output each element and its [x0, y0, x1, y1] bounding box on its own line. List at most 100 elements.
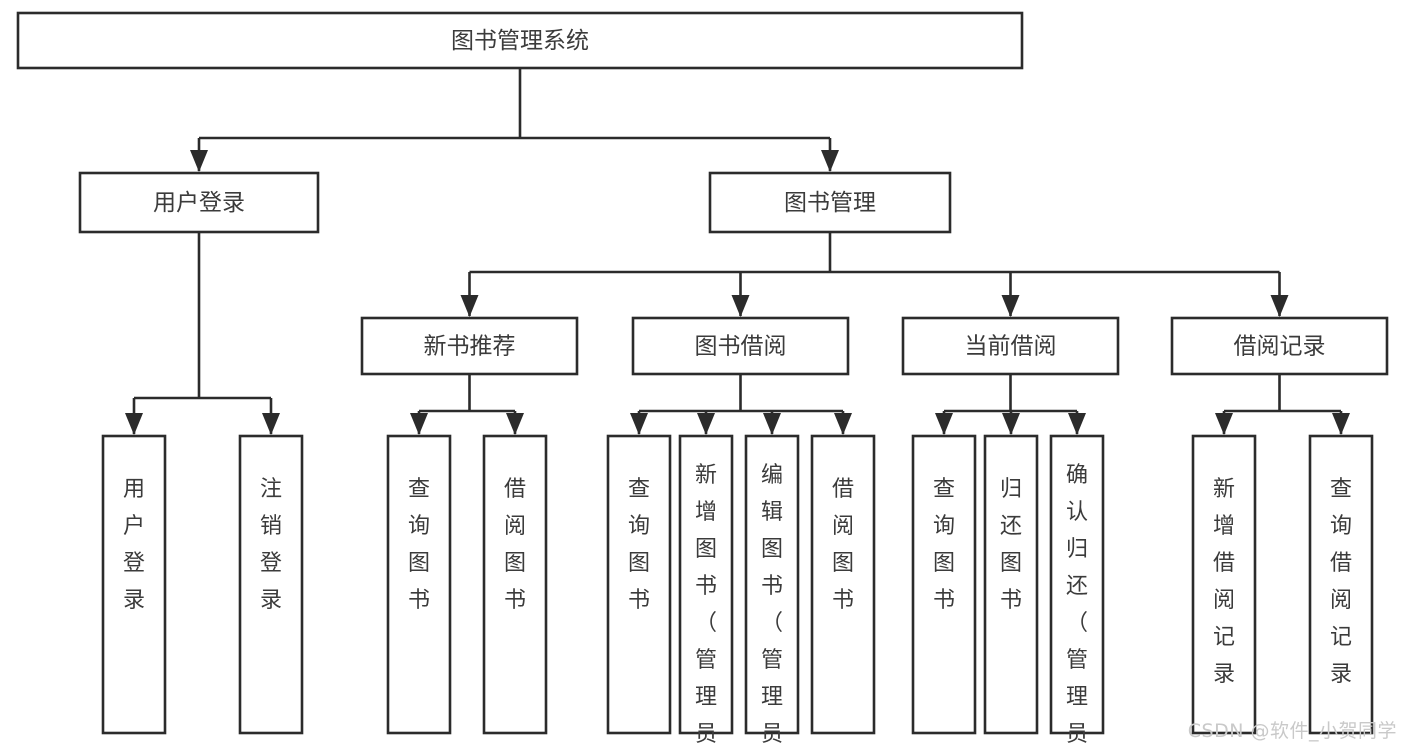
- arrow-head-icon: [1270, 295, 1289, 317]
- node-label-char: 书: [1000, 588, 1022, 613]
- node-label-char: 书: [628, 588, 650, 613]
- node-book-management[interactable]: 图书管理: [708, 171, 952, 234]
- node-label-book-borrow: 图书借阅: [695, 334, 787, 360]
- node-box-root: [16, 11, 1024, 70]
- arrow-head-icon: [190, 150, 208, 172]
- node-box-book-borrow: [631, 316, 850, 376]
- node-label-char: 图: [933, 551, 955, 576]
- node-box-leaf-borrow-book-1: [482, 434, 548, 735]
- arrow-head-icon: [834, 413, 852, 435]
- node-new-book-recommend[interactable]: 新书推荐: [360, 316, 579, 376]
- arrow-head-icon: [506, 413, 524, 435]
- node-layer: 图书管理系统用户登录图书管理新书推荐图书借阅当前借阅借阅记录用户登录注销登录查询…: [16, 11, 1389, 747]
- node-box-leaf-return-book: [983, 434, 1039, 735]
- node-label-char: 登: [123, 551, 145, 576]
- node-borrow-record[interactable]: 借阅记录: [1170, 316, 1389, 376]
- node-box-leaf-edit-book: [744, 434, 800, 735]
- node-label-char: 管: [761, 648, 783, 673]
- node-label-borrow-record: 借阅记录: [1234, 334, 1326, 360]
- node-box-current-borrow: [901, 316, 1120, 376]
- node-box-book-management: [708, 171, 952, 234]
- arrow-head-icon: [125, 413, 143, 435]
- node-label-user-login: 用户登录: [153, 190, 245, 216]
- arrow-head-icon: [1068, 413, 1086, 435]
- node-box-leaf-query-record: [1308, 434, 1374, 735]
- node-label-char: 员: [761, 722, 783, 747]
- node-label-char: 书: [408, 588, 430, 613]
- node-root[interactable]: 图书管理系统: [16, 11, 1024, 70]
- node-label-char: 销: [260, 514, 282, 539]
- node-label-char: 图: [695, 537, 717, 562]
- arrow-head-icon: [410, 413, 428, 435]
- node-label-char: 录: [123, 588, 145, 613]
- arrow-head-icon: [731, 295, 750, 317]
- arrow-head-icon: [1001, 295, 1020, 317]
- node-label-char: 管: [1066, 648, 1088, 673]
- node-leaf-user-login[interactable]: 用户登录: [101, 434, 167, 735]
- node-label-char: 理: [695, 685, 717, 710]
- node-box-leaf-user-login: [101, 434, 167, 735]
- node-box-borrow-record: [1170, 316, 1389, 376]
- node-box-leaf-query-book-1: [386, 434, 452, 735]
- node-label-char: 查: [628, 477, 650, 502]
- node-label-char: 图: [628, 551, 650, 576]
- node-label-char: 用: [123, 477, 145, 502]
- node-book-borrow[interactable]: 图书借阅: [631, 316, 850, 376]
- node-label-char: 理: [761, 685, 783, 710]
- node-label-char: 还: [1000, 514, 1022, 539]
- node-user-login[interactable]: 用户登录: [78, 171, 320, 234]
- arrow-head-icon: [763, 413, 781, 435]
- node-label-char: 户: [123, 514, 145, 539]
- node-label-char: 编: [761, 463, 783, 488]
- node-label-char: 图: [408, 551, 430, 576]
- node-label-char: 阅: [1213, 588, 1235, 613]
- node-label-char: 查: [408, 477, 430, 502]
- node-label-char: 询: [933, 514, 955, 539]
- arrow-head-icon: [1002, 413, 1020, 435]
- node-label-root: 图书管理系统: [451, 28, 589, 54]
- node-box-leaf-add-book: [678, 434, 734, 735]
- node-label-new-book-recommend: 新书推荐: [424, 334, 516, 360]
- node-label-char: 书: [504, 588, 526, 613]
- node-label-char: 借: [1330, 551, 1352, 576]
- node-label-char: 增: [1213, 514, 1235, 539]
- node-current-borrow[interactable]: 当前借阅: [901, 316, 1120, 376]
- node-label-char: 记: [1213, 625, 1235, 650]
- arrow-head-icon: [460, 295, 479, 317]
- node-label-char: 录: [1330, 662, 1352, 687]
- node-label-char: 录: [1213, 662, 1235, 687]
- node-box-leaf-add-record: [1191, 434, 1257, 735]
- node-label-char: 查: [933, 477, 955, 502]
- node-label-current-borrow: 当前借阅: [965, 334, 1057, 360]
- node-label-char: 图: [504, 551, 526, 576]
- node-box-user-login: [78, 171, 320, 234]
- node-label-char: 归: [1066, 537, 1088, 562]
- node-label-char: 查: [1330, 477, 1352, 502]
- node-label-char: 还: [1066, 574, 1088, 599]
- node-label-char: 理: [1066, 685, 1088, 710]
- node-box-new-book-recommend: [360, 316, 579, 376]
- node-label-char: 认: [1066, 500, 1088, 525]
- node-label-char: 员: [695, 722, 717, 747]
- node-box-leaf-confirm-return: [1049, 434, 1105, 735]
- node-label-book-management: 图书管理: [784, 190, 876, 216]
- node-label-char: 归: [1000, 477, 1022, 502]
- arrow-head-icon: [697, 413, 715, 435]
- node-label-char: 书: [695, 574, 717, 599]
- node-box-leaf-query-book-3: [911, 434, 977, 735]
- node-label-char: 员: [1066, 722, 1088, 747]
